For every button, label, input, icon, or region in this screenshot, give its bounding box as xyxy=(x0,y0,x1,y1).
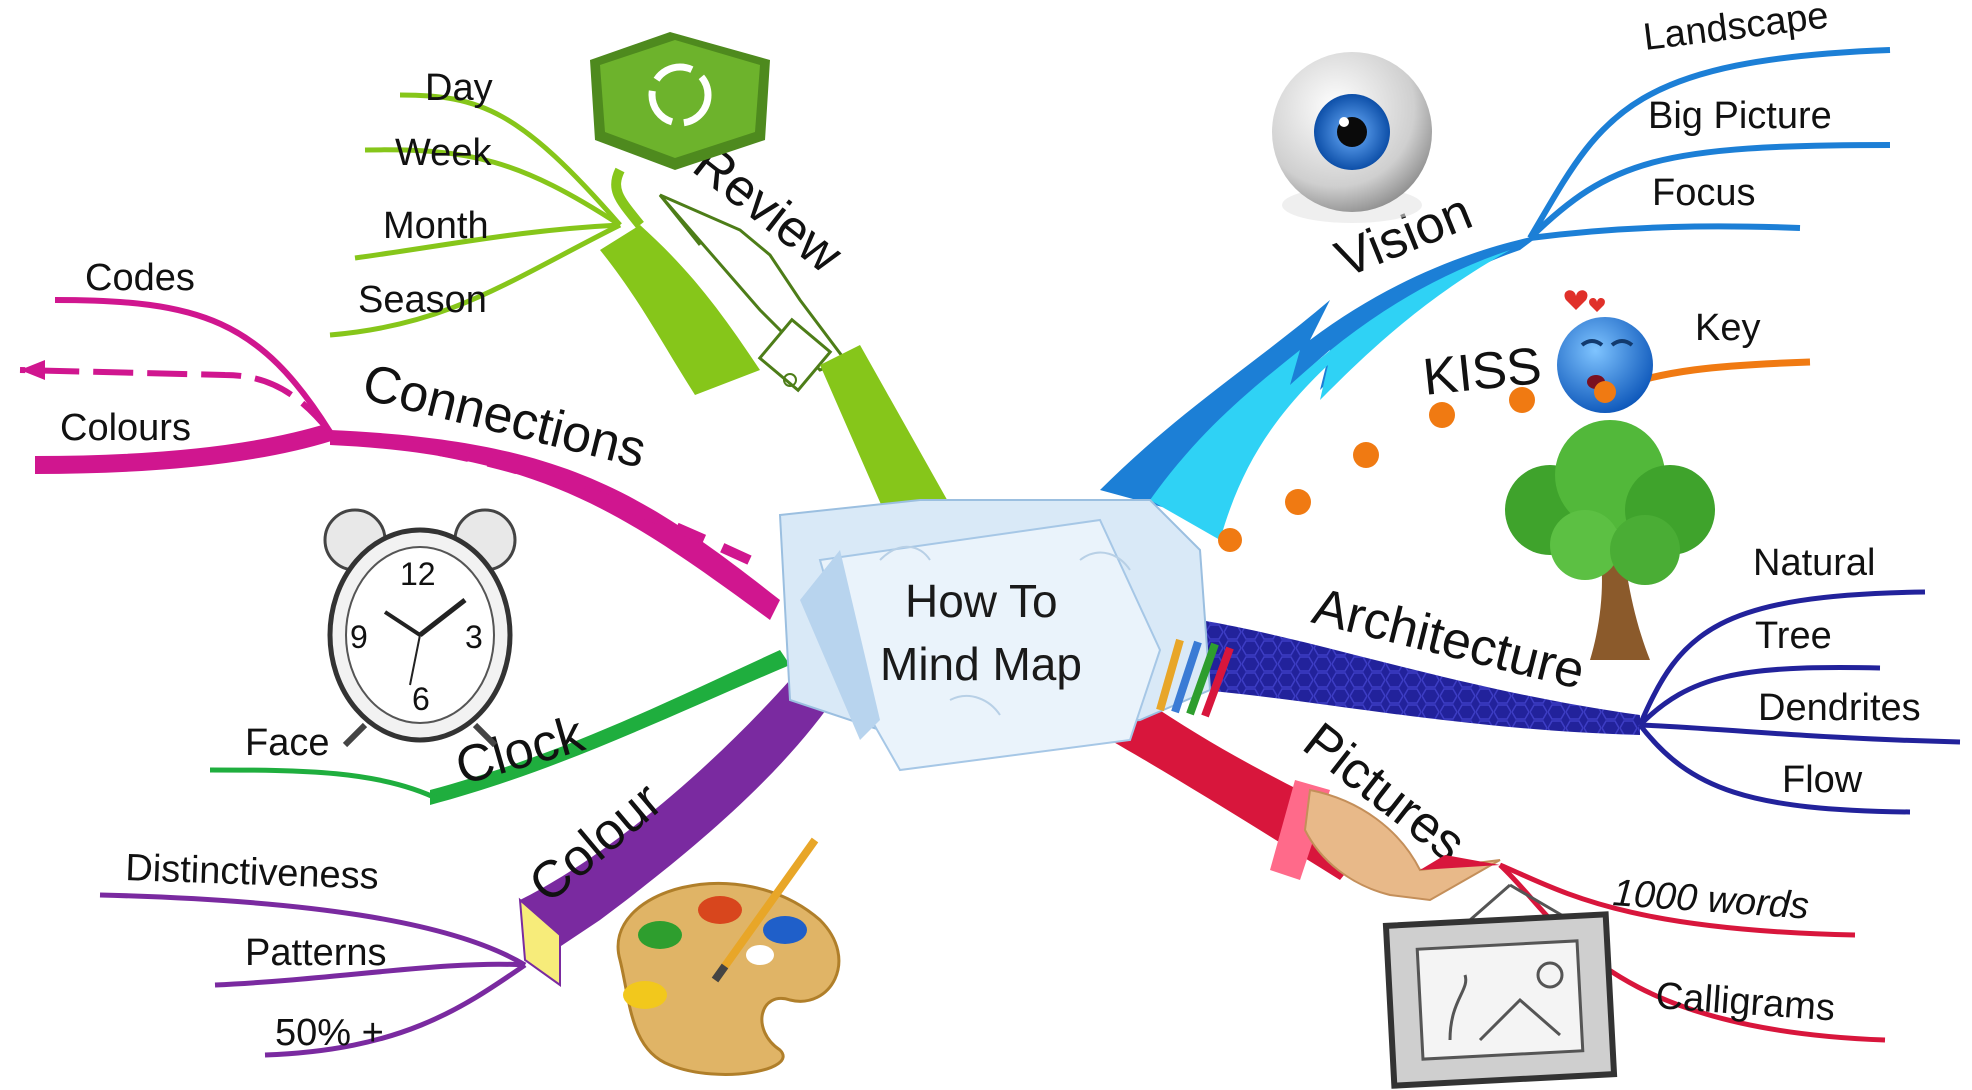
pictures-leaf-line-1000words xyxy=(1499,862,1856,938)
pens-icon xyxy=(1156,638,1234,718)
eye-icon xyxy=(1272,52,1432,223)
review-sleeve xyxy=(820,345,950,525)
kiss-dot xyxy=(1218,528,1242,552)
colour-leaf-line-fifty xyxy=(264,962,527,1058)
clock-leaf-line-face xyxy=(209,767,442,803)
colour-main-branch xyxy=(520,680,840,960)
connections-item-codes: Codes xyxy=(85,257,195,299)
review-leaf-line-day xyxy=(399,92,622,227)
clock-numeral-6: 6 xyxy=(412,681,430,717)
colour-leaf-line-patterns xyxy=(214,961,526,988)
branch-vision: Landscape Big Picture Focus Vision xyxy=(1100,0,1891,540)
architecture-leaf-line-dendrites xyxy=(1639,722,1961,745)
review-leaf-line-week xyxy=(364,147,622,228)
vision-item-focus: Focus xyxy=(1652,172,1755,214)
review-item-day: Day xyxy=(425,67,493,109)
colour-item-fifty: 50% + xyxy=(275,1012,384,1054)
architecture-item-tree: Tree xyxy=(1755,615,1832,657)
vision-leaf-line-landscape xyxy=(1527,47,1891,240)
review-item-month: Month xyxy=(383,205,489,247)
center-paper-fold xyxy=(800,550,880,740)
vision-highlight xyxy=(1150,250,1510,540)
kiss-label: KISS xyxy=(1420,337,1544,407)
vision-item-bigpicture: Big Picture xyxy=(1648,95,1832,137)
clock-numeral-9: 9 xyxy=(350,619,368,655)
architecture-leaf-line-tree xyxy=(1638,665,1881,727)
clock-item-face: Face xyxy=(245,722,329,764)
kiss-dot xyxy=(1353,442,1379,468)
review-item-season: Season xyxy=(358,279,487,321)
connections-leaf-line-colours xyxy=(34,423,333,474)
pictures-item-calligrams: Calligrams xyxy=(1654,975,1836,1029)
kiss-item-key: Key xyxy=(1695,307,1760,349)
pictures-item-1000words: 1000 words xyxy=(1611,872,1810,928)
architecture-leaf-line-flow xyxy=(1638,723,1911,815)
colour-item-patterns: Patterns xyxy=(245,932,387,974)
connections-leaf-line-codes xyxy=(54,297,333,434)
pointing-hand-icon xyxy=(658,193,848,393)
central-topic: How To Mind Map xyxy=(778,499,1212,772)
picture-frame-icon xyxy=(1382,883,1618,1089)
review-leaf-line-season xyxy=(329,222,622,338)
connections-arrow-line xyxy=(19,367,333,434)
vision-leaf-line-focus xyxy=(1529,223,1801,241)
colour-pencil-tip xyxy=(518,897,561,987)
clock-numeral-3: 3 xyxy=(465,619,483,655)
review-leaf-line-month xyxy=(354,222,621,261)
architecture-item-natural: Natural xyxy=(1753,542,1876,584)
connections-arrowhead xyxy=(20,360,45,380)
review-main-branch xyxy=(600,225,760,395)
review-item-week: Week xyxy=(395,132,492,174)
hand-icon xyxy=(1303,788,1501,902)
blue-face-icon xyxy=(1557,290,1653,413)
review-trunk xyxy=(611,167,644,229)
kiss-dot xyxy=(1509,387,1535,413)
kiss-dot xyxy=(1285,489,1311,515)
vision-leaf-line-bigpicture xyxy=(1527,142,1891,241)
connections-main-branch xyxy=(330,430,780,620)
architecture-leaf-line-natural xyxy=(1637,589,1926,726)
center-title-line2: Mind Map xyxy=(880,638,1082,690)
kiss-dot xyxy=(1429,402,1455,428)
recycle-folder-icon xyxy=(590,32,770,170)
clock-main-branch xyxy=(430,650,790,805)
branch-kiss: KISS Key xyxy=(1218,307,1811,552)
tree-icon xyxy=(1505,420,1715,660)
vision-item-landscape: Landscape xyxy=(1641,0,1831,59)
colour-item-distinctiveness: Distinctiveness xyxy=(125,847,380,898)
colour-leaf-line-distinctiveness xyxy=(99,892,527,968)
clock-numeral-12: 12 xyxy=(400,556,436,592)
paint-palette-icon xyxy=(616,837,841,1076)
center-title-line1: How To xyxy=(905,575,1058,627)
connections-item-colours: Colours xyxy=(60,407,191,449)
alarm-clock-icon: 12 3 6 9 xyxy=(323,508,517,748)
connections-dashed-line xyxy=(339,433,763,570)
architecture-main-branch xyxy=(1200,620,1640,735)
architecture-item-dendrites: Dendrites xyxy=(1758,687,1921,729)
architecture-item-flow: Flow xyxy=(1782,759,1863,801)
